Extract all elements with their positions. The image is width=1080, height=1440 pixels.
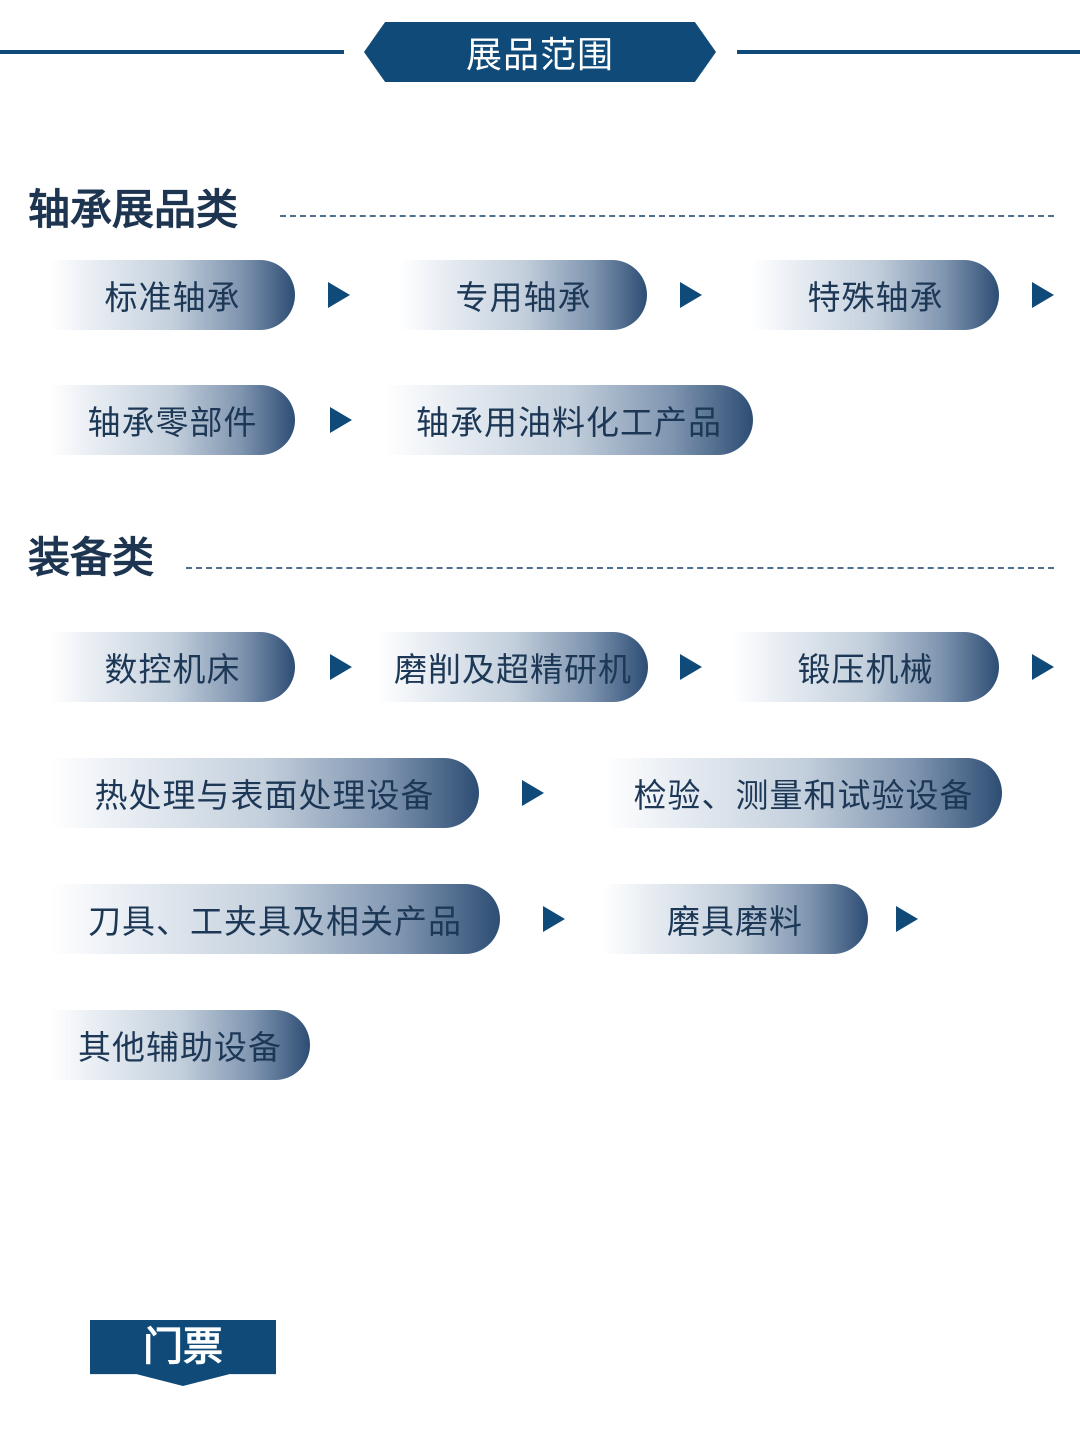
category-item-grinding-superfinishing[interactable]: 磨削及超精研机 xyxy=(378,632,648,702)
arrow-right-icon xyxy=(328,282,350,308)
category-item-label: 轴承用油料化工产品 xyxy=(416,403,722,442)
category-item-label: 特殊轴承 xyxy=(807,278,944,317)
category-item-heat-surface-treatment[interactable]: 热处理与表面处理设备 xyxy=(50,758,479,828)
category-item-label: 标准轴承 xyxy=(104,278,241,317)
arrow-right-icon xyxy=(896,906,918,932)
arrow-right-icon xyxy=(330,407,352,433)
category-item-inspection-measurement[interactable]: 检验、测量和试验设备 xyxy=(605,758,1002,828)
section-title-equipment: 装备类 xyxy=(28,533,155,582)
category-item-label: 热处理与表面处理设备 xyxy=(94,776,435,815)
ticket-badge: 门票 xyxy=(90,1320,276,1386)
category-item-label: 轴承零部件 xyxy=(87,403,258,442)
header-banner: 展品范围 xyxy=(364,22,716,82)
category-item-label: 刀具、工夹具及相关产品 xyxy=(88,902,462,941)
category-item-bearing-parts[interactable]: 轴承零部件 xyxy=(50,385,295,455)
category-item-forging-machinery[interactable]: 锻压机械 xyxy=(732,632,999,702)
page-title: 展品范围 xyxy=(465,35,614,76)
arrow-right-icon xyxy=(680,282,702,308)
category-item-label: 其他辅助设备 xyxy=(78,1028,282,1067)
category-item-label: 检验、测量和试验设备 xyxy=(633,776,974,815)
category-item-label: 锻压机械 xyxy=(797,650,934,689)
category-item-abrasives[interactable]: 磨具磨料 xyxy=(602,884,868,954)
category-item-label: 磨具磨料 xyxy=(667,902,803,941)
category-item-standard-bearing[interactable]: 标准轴承 xyxy=(50,260,295,330)
ticket-label: 门票 xyxy=(143,1324,223,1370)
section-divider xyxy=(186,567,1054,569)
category-item-cnc-machine[interactable]: 数控机床 xyxy=(50,632,295,702)
category-item-label: 专用轴承 xyxy=(455,278,592,317)
arrow-right-icon xyxy=(522,780,544,806)
category-item-cutting-tools[interactable]: 刀具、工夹具及相关产品 xyxy=(50,884,500,954)
category-item-label: 数控机床 xyxy=(104,650,241,689)
arrow-right-icon xyxy=(1032,282,1054,308)
arrow-right-icon xyxy=(1032,654,1054,680)
arrow-right-icon xyxy=(680,654,702,680)
category-item-auxiliary-equipment[interactable]: 其他辅助设备 xyxy=(50,1010,310,1080)
section-divider xyxy=(280,215,1054,217)
category-item-label: 磨削及超精研机 xyxy=(394,650,632,689)
header-line-left xyxy=(0,50,344,54)
arrow-right-icon xyxy=(330,654,352,680)
arrow-right-icon xyxy=(543,906,565,932)
category-item-special-purpose-bearing[interactable]: 专用轴承 xyxy=(400,260,647,330)
category-item-bearing-oils-chemicals[interactable]: 轴承用油料化工产品 xyxy=(385,385,753,455)
header-line-right xyxy=(737,50,1080,54)
category-item-unique-bearing[interactable]: 特殊轴承 xyxy=(752,260,999,330)
section-title-bearings: 轴承展品类 xyxy=(28,185,239,234)
